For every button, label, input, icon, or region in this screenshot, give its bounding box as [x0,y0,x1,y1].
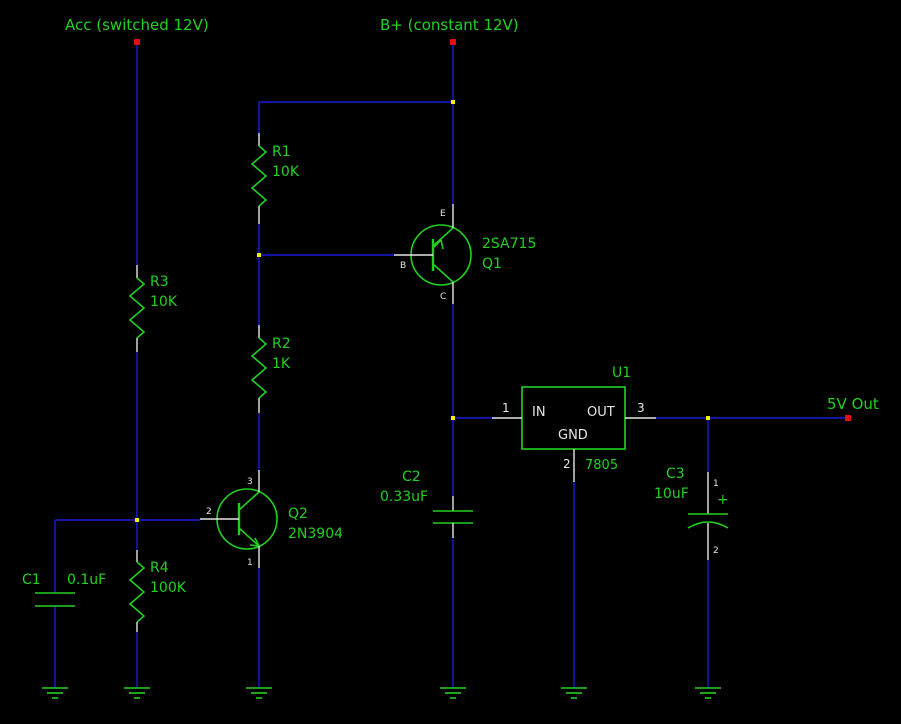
c3-plus: + [717,492,729,508]
u1-num-in: 1 [502,401,510,415]
resistor-r3[interactable]: R3 10K [128,265,178,352]
c2-ref: C2 [402,469,421,485]
q2-value: 2N3904 [288,526,343,542]
c2-value: 0.33uF [380,489,428,505]
u1-ref: U1 [612,365,631,381]
q1-pin-b: B [400,261,406,271]
capacitor-c1[interactable]: C1 0.1uF [22,572,106,607]
junction-r1-r2 [257,253,261,257]
wires [54,42,848,688]
junction-out [706,416,710,420]
q1-value: 2SA715 [482,236,536,252]
ground-symbol-q2 [245,687,273,699]
c3-ref: C3 [666,466,685,482]
regulator-u1[interactable]: U1 IN OUT GND 1 3 2 7805 [492,365,656,482]
r1-value: 10K [272,164,300,180]
port-acc[interactable] [134,39,140,45]
net-label-5v-out: 5V Out [827,395,879,413]
resistor-r1[interactable]: R1 10K [250,133,300,224]
capacitor-c3[interactable]: 1 + 2 C3 10uF [654,466,729,560]
r2-ref: R2 [272,336,291,352]
c3-value: 10uF [654,486,689,502]
u1-value: 7805 [585,458,618,473]
ground-symbol-u1 [560,687,588,699]
port-bplus[interactable] [450,39,456,45]
q1-ref: Q1 [482,256,502,272]
ground-symbol-c1 [41,687,69,699]
c1-value: 0.1uF [67,572,106,588]
u1-num-out: 3 [637,401,645,415]
ground-symbol-r4 [123,687,151,699]
q2-pin-b: 2 [206,507,212,517]
resistor-r4[interactable]: R4 100K [128,550,187,632]
r2-value: 1K [272,356,291,372]
net-label-bplus: B+ (constant 12V) [380,16,519,34]
c1-ref: C1 [22,572,41,588]
ground-symbol-c2 [439,687,467,699]
u1-pin-gnd: GND [558,428,588,443]
c3-pin2: 2 [713,546,719,556]
r3-ref: R3 [150,274,169,290]
u1-pin-in: IN [532,405,546,420]
junction-reg-in [451,416,455,420]
r4-value: 100K [150,580,187,596]
r1-ref: R1 [272,144,291,160]
resistor-r2[interactable]: R2 1K [250,325,291,413]
port-5v-out[interactable] [845,415,851,421]
transistor-q1[interactable]: E B C 2SA715 Q1 [394,204,536,304]
q2-pin-c: 3 [247,477,253,487]
capacitor-c2[interactable]: C2 0.33uF [380,469,473,538]
q2-pin-e: 1 [247,558,253,568]
r3-value: 10K [150,294,178,310]
junction-bplus [451,100,455,104]
q1-pin-c: C [440,292,446,302]
q1-pin-e: E [440,209,446,219]
junction-base-node [135,518,139,522]
r4-ref: R4 [150,560,169,576]
u1-num-gnd: 2 [563,457,571,471]
ground-symbol-c3 [694,687,722,699]
u1-pin-out: OUT [587,405,615,420]
net-label-acc: Acc (switched 12V) [65,16,209,34]
q2-ref: Q2 [288,506,308,522]
transistor-q2[interactable]: 2 3 1 Q2 2N3904 [200,470,343,568]
c3-pin1: 1 [713,479,719,489]
